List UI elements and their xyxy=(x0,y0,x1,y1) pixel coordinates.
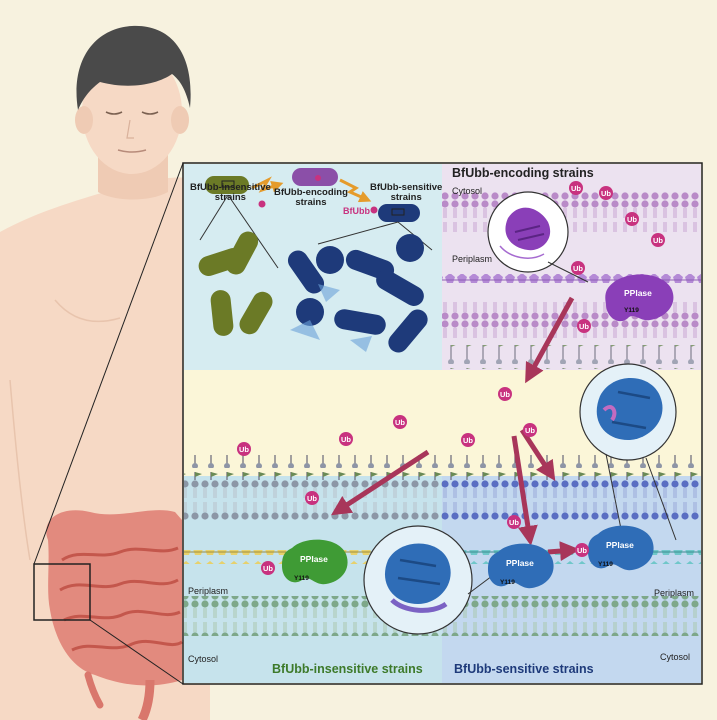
ub-bead: Ub xyxy=(305,491,319,505)
svg-text:Ub: Ub xyxy=(601,189,611,198)
svg-text:Ub: Ub xyxy=(577,546,587,555)
lightning-left xyxy=(251,176,284,193)
svg-text:Y119: Y119 xyxy=(598,561,613,568)
label-bfubb: BfUbb xyxy=(343,206,370,216)
ub-bead: Ub xyxy=(393,415,407,429)
title-sensitive-strains: BfUbb-sensitive strains xyxy=(454,662,594,676)
protein-structure-sensitive xyxy=(363,525,473,635)
outer-membrane-sensitive xyxy=(442,480,701,520)
ppiase-encoding: PPIase Y119 xyxy=(605,274,674,322)
svg-text:Ub: Ub xyxy=(239,445,249,454)
main-panel: PPIase Y119 PPIase Y119 PPIase Y119 PPIa… xyxy=(182,162,703,685)
human-figure xyxy=(0,25,258,720)
ub-bead: Ub xyxy=(577,319,591,333)
label-periplasm-insensitive: Periplasm xyxy=(188,586,229,596)
ub-bead: Ub xyxy=(507,515,521,529)
translocation-arrows xyxy=(330,296,580,562)
label-cytosol-insensitive: Cytosol xyxy=(188,654,219,664)
svg-text:PPIase: PPIase xyxy=(300,554,328,564)
svg-text:Y119: Y119 xyxy=(624,307,639,314)
outer-membrane-encoding xyxy=(442,192,701,232)
label-cytosol-sensitive: Cytosol xyxy=(660,652,691,662)
svg-text:Ub: Ub xyxy=(653,236,663,245)
svg-text:Y119: Y119 xyxy=(294,575,309,582)
insensitive-bacteria-group xyxy=(198,231,273,336)
svg-text:PPIase: PPIase xyxy=(624,288,652,298)
ub-bead: Ub xyxy=(625,212,639,226)
ub-bead: Ub xyxy=(461,433,475,447)
svg-text:Ub: Ub xyxy=(509,518,519,527)
ub-bead: Ub xyxy=(339,432,353,446)
ub-bead: Ub xyxy=(571,261,585,275)
ub-beads: Ub Ub Ub Ub Ub Ub Ub Ub Ub Ub Ub Ub Ub U… xyxy=(237,181,665,575)
lightning-right xyxy=(339,178,372,203)
title-insensitive-strains: BfUbb-insensitive strains xyxy=(272,662,423,676)
ub-bead: Ub xyxy=(599,186,613,200)
zoom-line-top xyxy=(33,162,184,565)
svg-text:Ub: Ub xyxy=(571,184,581,193)
label-periplasm-encoding: Periplasm xyxy=(452,254,493,264)
ub-bead: Ub xyxy=(237,442,251,456)
ub-bead: Ub xyxy=(523,423,537,437)
svg-text:Ub: Ub xyxy=(395,418,405,427)
svg-text:Ub: Ub xyxy=(525,426,535,435)
intestine xyxy=(46,510,183,720)
label-cytosol-encoding: Cytosol xyxy=(452,186,483,196)
label-periplasm-sensitive: Periplasm xyxy=(654,588,695,598)
svg-text:PPIase: PPIase xyxy=(606,540,634,550)
ub-bead: Ub xyxy=(651,233,665,247)
ppiase-sensitive-right: PPIase Y119 xyxy=(588,525,654,571)
svg-text:Ub: Ub xyxy=(263,564,273,573)
svg-text:Ub: Ub xyxy=(573,264,583,273)
human-hair xyxy=(76,25,191,110)
svg-text:Ub: Ub xyxy=(307,494,317,503)
zoom-line-bottom xyxy=(89,619,184,685)
svg-text:Ub: Ub xyxy=(627,215,637,224)
ub-bead: Ub xyxy=(498,387,512,401)
ub-bead: Ub xyxy=(261,561,275,575)
svg-text:Ub: Ub xyxy=(579,322,589,331)
svg-text:Ub: Ub xyxy=(463,436,473,445)
ub-bead: Ub xyxy=(575,543,589,557)
ub-bead: Ub xyxy=(569,181,583,195)
svg-text:Y119: Y119 xyxy=(500,579,515,586)
title-encoding-strains: BfUbb-encoding strains xyxy=(452,166,594,180)
svg-text:Ub: Ub xyxy=(341,435,351,444)
strain-insensitive-cell xyxy=(205,176,249,194)
sensitive-bacteria-group xyxy=(287,234,428,353)
svg-text:PPIase: PPIase xyxy=(506,558,534,568)
protein-structure-complex xyxy=(579,363,677,461)
ppiase-insensitive: PPIase Y119 xyxy=(282,539,348,585)
inner-membrane-sensitive xyxy=(442,596,701,636)
strain-encoding-cell xyxy=(292,168,338,186)
ppiase-sensitive-left: PPIase Y119 xyxy=(488,543,554,589)
svg-text:Ub: Ub xyxy=(500,390,510,399)
strain-sensitive-cell xyxy=(378,204,420,222)
zoom-box xyxy=(33,563,91,621)
protein-structure-encoding xyxy=(487,191,569,273)
